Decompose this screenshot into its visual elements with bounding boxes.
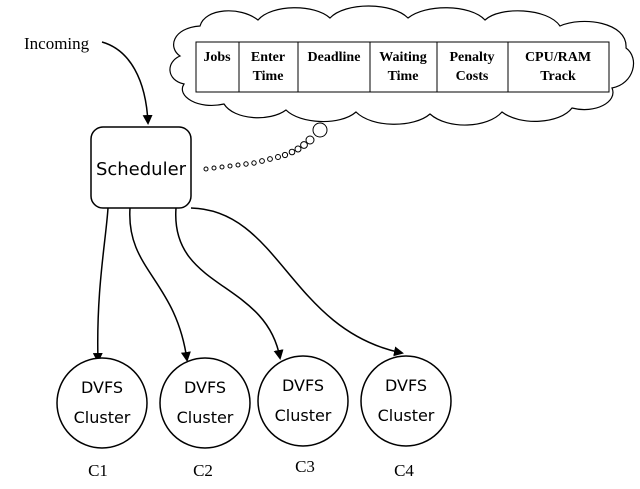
arrow-to-c2 [129,207,191,362]
arrow-to-c4 [190,207,404,357]
header-waiting-time-line2: Time [388,69,419,84]
header-deadline: Deadline [308,50,361,65]
arrow-to-c3 [175,207,284,360]
cluster-c4-line1: DVFS [385,376,427,395]
header-penalty-costs-line1: Penalty [449,50,494,65]
cluster-c4-line2: Cluster [378,406,435,425]
header-enter-time-line1: Enter [251,50,285,65]
cluster-c3: DVFS Cluster C3 [257,355,349,476]
cluster-c3-id: C3 [295,457,315,476]
cluster-c1: DVFS Cluster C1 [56,357,148,480]
cluster-c3-line2: Cluster [275,406,332,425]
thought-bubbles [203,122,328,172]
cluster-c1-line1: DVFS [81,378,123,397]
cluster-c4-id: C4 [394,461,414,480]
cluster-c1-id: C1 [88,461,108,480]
header-penalty-costs-line2: Costs [456,69,489,84]
incoming-arrow [101,41,153,125]
cluster-c2-line2: Cluster [177,408,234,427]
cluster-c1-line2: Cluster [74,408,131,427]
cluster-c2-id: C2 [193,461,213,480]
cluster-c3-line1: DVFS [282,376,324,395]
incoming-label: Incoming [24,34,90,53]
arrow-to-c1 [92,207,109,363]
cluster-c2: DVFS Cluster C2 [159,357,251,480]
scheduler-box [90,126,192,209]
header-cpu-ram-track-line1: CPU/RAM [525,50,591,65]
cluster-c4: DVFS Cluster C4 [360,355,452,480]
header-cpu-ram-track-line2: Track [540,69,576,84]
header-waiting-time-line1: Waiting [379,50,426,65]
cluster-c2-line1: DVFS [184,378,226,397]
scheduler-label: Scheduler [96,159,187,180]
header-enter-time-line2: Time [253,69,284,84]
header-jobs: Jobs [203,50,231,65]
info-table: Jobs Enter Time Deadline Waiting Time Pe… [195,41,610,93]
